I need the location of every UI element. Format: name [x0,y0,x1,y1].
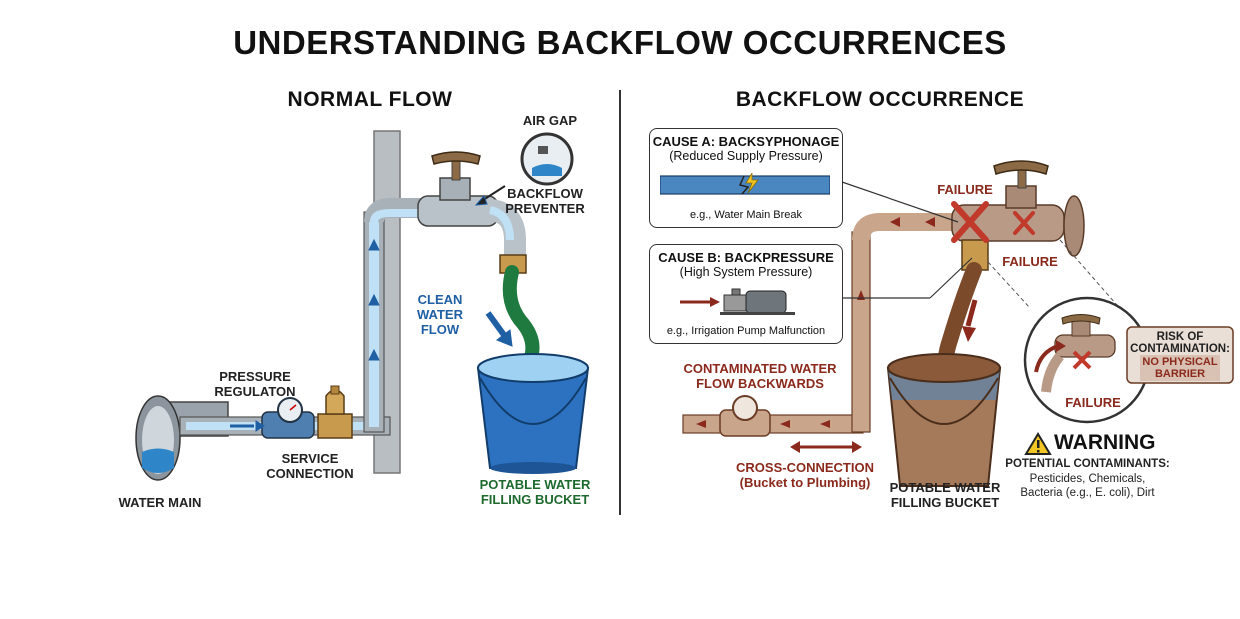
backflow-bucket-line2: FILLING BUCKET [890,495,1000,510]
dirty-service-pipe [682,414,864,434]
pressure-regulator-line1: PRESSURE [219,369,291,384]
backflow-preventer-line1: BACKFLOW [507,186,583,201]
cross-connection-line1: CROSS-CONNECTION [736,460,874,475]
backflow-bucket [886,353,1002,487]
failure-label-2: FAILURE [1002,254,1058,269]
risk-detail-line2: BARRIER [1154,367,1206,380]
backflow-preventer-label: BACKFLOW PREVENTER [490,186,600,216]
cause-a-subtitle: (Reduced Supply Pressure) [669,149,823,163]
clean-water-flow-label: CLEAN WATER FLOW [400,292,480,337]
risk-line2: CONTAMINATION: [1130,343,1230,355]
contaminated-line1: CONTAMINATED WATER [683,361,837,376]
page-title: UNDERSTANDING BACKFLOW OCCURRENCES [233,24,1007,61]
cause-b-title: CAUSE B: BACKPRESSURE [658,250,834,265]
cause-b-example: e.g., Irrigation Pump Malfunction [666,325,826,337]
risk-zoom-circle [1023,296,1151,424]
failure-label-1: FAILURE [937,182,993,197]
normal-bucket [476,353,590,474]
normal-bucket-line1: POTABLE WATER [479,477,591,492]
pressure-regulator-label: PRESSURE REGULATON [200,369,310,399]
cross-connection-label: CROSS-CONNECTION (Bucket to Plumbing) [725,460,885,490]
normal-flow-heading: NORMAL FLOW [287,88,453,111]
warning-item-1: Pesticides, Chemicals, [1029,473,1146,485]
risk-line1: RISK OF [1156,331,1204,343]
cause-b-subtitle: (High System Pressure) [679,265,813,279]
service-connection-line2: CONNECTION [266,466,354,481]
service-connection-label: SERVICE CONNECTION [255,451,365,481]
pump-icon [680,288,795,315]
contaminated-line2: FLOW BACKWARDS [696,376,824,391]
water-meter [261,397,315,439]
risk-detail-line1: NO PHYSICAL [1142,356,1218,368]
risk-detail-label: NO PHYSICAL BARRIER [1140,356,1220,380]
service-connection-line1: SERVICE [281,451,339,466]
water-main-pipe [135,395,229,481]
water-main-break-icon [660,173,830,195]
green-hose [502,265,540,367]
cross-connection-line2: (Bucket to Plumbing) [739,475,871,490]
backflow-heading: BACKFLOW OCCURRENCE [735,88,1025,111]
warning-icon [1024,432,1052,455]
backflow-bucket-label: POTABLE WATER FILLING BUCKET [880,480,1010,510]
backflow-diagram [682,160,1234,487]
contaminated-flow-label: CONTAMINATED WATER FLOW BACKWARDS [670,361,850,391]
warning-title: WARNING [1054,431,1156,454]
normal-bucket-label: POTABLE WATER FILLING BUCKET [470,477,600,507]
cause-a-example: e.g., Water Main Break [689,209,803,221]
normal-bucket-line2: FILLING BUCKET [480,492,590,507]
warning-subtitle: POTENTIAL CONTAMINANTS: [1005,458,1170,470]
clean-water-line2: WATER [417,307,463,322]
air-gap-label: AIR GAP [522,113,578,128]
clean-water-line3: FLOW [420,322,460,337]
warning-item-2: Bacteria (e.g., E. coli), Dirt [1020,487,1155,499]
failure-label-3: FAILURE [1065,395,1121,410]
normal-flow-diagram [135,130,590,481]
cause-a-title: CAUSE A: BACKSYPHONAGE [652,134,840,149]
section-divider [619,90,621,515]
clean-water-line1: CLEAN [417,292,463,307]
air-gap-icon [520,132,574,186]
cause-a-box: CAUSE A: BACKSYPHONAGE (Reduced Supply P… [649,128,843,228]
flow-arrows [230,185,513,432]
backflow-preventer-line2: PREVENTER [505,201,585,216]
backflow-meter [719,395,771,437]
backflow-bucket-line1: POTABLE WATER [889,480,1001,495]
failure-x-marks [951,201,1035,243]
warning-items: Pesticides, Chemicals, Bacteria (e.g., E… [995,472,1180,500]
pressure-regulator-line2: REGULATON [214,384,296,399]
water-main-label: WATER MAIN [118,495,202,510]
risk-label: RISK OF CONTAMINATION: [1127,331,1233,355]
cause-b-box: CAUSE B: BACKPRESSURE (High System Press… [649,244,843,344]
pressure-regulator-valve [317,385,353,439]
